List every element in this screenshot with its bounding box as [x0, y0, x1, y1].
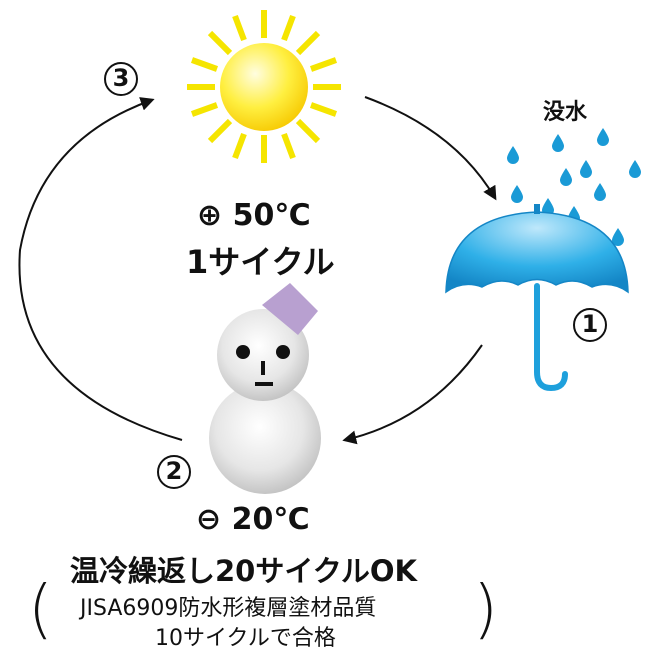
- umbrella-icon: [445, 204, 629, 392]
- raindrop-icon: [580, 160, 592, 178]
- step-1-badge: 1: [573, 308, 607, 342]
- left-parenthesis: (: [28, 573, 53, 647]
- right-parenthesis: ): [473, 573, 498, 647]
- step-2-badge: 2: [157, 455, 191, 489]
- standard-note-line2: 10サイクルで合格: [155, 626, 336, 651]
- sun-icon: [187, 10, 341, 163]
- cold-temperature: ⊖ 20℃: [196, 502, 310, 537]
- raindrop-icon: [552, 134, 564, 152]
- raindrop-icon: [629, 160, 641, 178]
- raindrop-icon: [612, 228, 624, 246]
- standard-note-line1: JISA6909防水形複層塗材品質: [80, 596, 377, 621]
- hot-temperature: ⊕ 50℃: [197, 198, 311, 233]
- raindrop-icon: [597, 128, 609, 146]
- arrow-umbrella-to-snowman: [342, 344, 483, 445]
- raindrop-icon: [594, 183, 606, 201]
- step-3-badge: 3: [104, 62, 138, 96]
- result-headline: 温冷繰返し20サイクルOK: [70, 554, 418, 588]
- snowman-icon: [209, 283, 321, 494]
- rain-label: 没水: [543, 100, 588, 125]
- arrow-sun-to-umbrella: [364, 96, 497, 201]
- raindrop-icon: [542, 198, 554, 216]
- hat: [262, 283, 318, 335]
- raindrop-icon: [507, 146, 519, 164]
- raindrop-icon: [511, 185, 523, 203]
- arrow-snowman-to-sun: [18, 97, 183, 441]
- raindrop-icon: [560, 168, 572, 186]
- hot-cycle-label: 1サイクル: [186, 243, 335, 281]
